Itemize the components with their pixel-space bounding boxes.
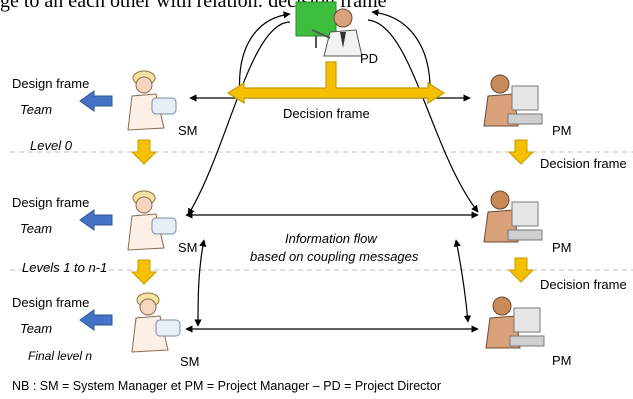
- information-flow-line2: based on coupling messages: [250, 249, 419, 264]
- pd-label: PD: [360, 51, 379, 66]
- project-director-icon: [295, 1, 363, 57]
- team-label-3: Team: [20, 321, 53, 336]
- pm-label-3: PM: [552, 353, 572, 368]
- design-frame-label-1: Design frame: [12, 76, 90, 91]
- final-level-label: Final level n: [28, 349, 93, 363]
- level-0-label: Level 0: [30, 138, 72, 153]
- design-frame-label-2: Design frame: [12, 195, 90, 210]
- system-manager-icon: [127, 190, 177, 251]
- project-manager-icon: [485, 296, 545, 349]
- project-manager-icon: [483, 74, 543, 127]
- sm-label-1: SM: [178, 123, 198, 138]
- sm-label-3: SM: [180, 354, 200, 369]
- system-manager-icon: [131, 292, 181, 353]
- team-label-1: Team: [20, 102, 53, 117]
- sm-level-link: [194, 239, 207, 327]
- design-frame-arrow-1: [79, 90, 113, 112]
- design-frame-label-3: Design frame: [12, 295, 90, 310]
- system-manager-icon: [127, 70, 177, 131]
- sm-label-2: SM: [178, 240, 198, 255]
- pm-level-link: [453, 239, 471, 323]
- footer-note: NB : SM = System Manager et PM = Project…: [12, 379, 441, 393]
- decision-frame-center: Decision frame: [283, 106, 370, 121]
- pd-to-sm-curve-inner: [187, 21, 291, 216]
- design-frame-arrow-3: [79, 309, 113, 331]
- decision-frame-right-2: Decision frame: [540, 277, 627, 292]
- project-manager-icon: [483, 190, 543, 243]
- decision-frame-right-1: Decision frame: [540, 156, 627, 171]
- level-down-arrow-right-1: [507, 139, 535, 165]
- design-frame-arrow-2: [79, 209, 113, 231]
- pm-label-2: PM: [552, 240, 572, 255]
- pd-decision-arrow: [226, 61, 446, 105]
- level-down-arrow-left-2: [130, 259, 158, 285]
- pd-to-pm-curve-outer: [371, 9, 434, 97]
- pm-label-1: PM: [552, 123, 572, 138]
- level-down-arrow-right-2: [507, 257, 535, 283]
- pd-to-sm-curve-outer: [235, 11, 291, 97]
- information-flow-line1: Information flow: [285, 231, 377, 246]
- levels-mid-label: Levels 1 to n-1: [22, 260, 108, 275]
- header-cut-text: ge to an each other with relation: decis…: [0, 0, 387, 12]
- team-label-2: Team: [20, 221, 53, 236]
- level-down-arrow-left-1: [130, 139, 158, 165]
